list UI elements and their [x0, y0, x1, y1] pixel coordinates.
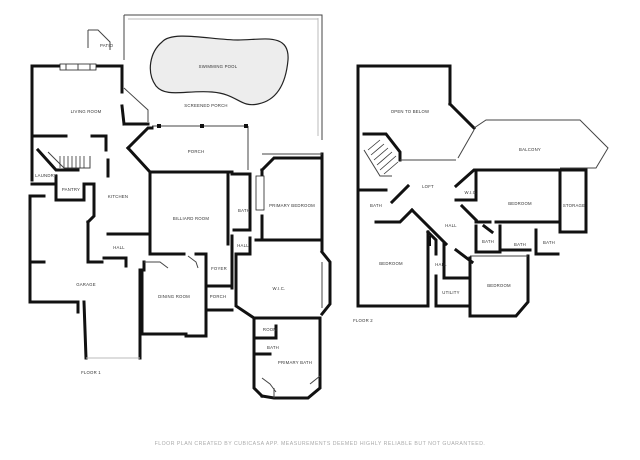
room-label-dining-room: DINING ROOM [158, 294, 190, 299]
room-label-bath: BATH [238, 208, 250, 213]
room-label-storage: STORAGE [563, 203, 585, 208]
room-label-porch-2: PORCH [210, 294, 227, 299]
room-labels: PATIO SWIMMING POOL LIVING ROOM SCREENED… [35, 43, 585, 365]
room-label-patio: PATIO [100, 43, 114, 48]
room-label-hall-f2-2: HALL [435, 262, 447, 267]
kitchen-walls [85, 158, 152, 268]
room-label-foyer: FOYER [211, 266, 227, 271]
stair-floor-1 [35, 147, 91, 172]
bath-hall-walls [230, 172, 252, 290]
bedroom-3-walls [468, 254, 530, 318]
room-label-bath-f2-4: BATH [543, 240, 555, 245]
room-label-wic: W.I.C. [273, 286, 286, 291]
primary-bedroom-walls [254, 152, 324, 252]
storage-walls [560, 168, 588, 234]
walk-in-closet-walls [234, 249, 332, 320]
swimming-pool-shape [149, 35, 289, 106]
room-label-porch: PORCH [188, 149, 205, 154]
foyer-walls [184, 255, 234, 338]
room-label-wic-2: W.I.C. [465, 190, 478, 195]
room-label-billiard-room: BILLIARD ROOM [173, 216, 209, 221]
floor-2-plan [356, 64, 609, 318]
stair-floor-2 [362, 132, 456, 177]
porch-walls [125, 124, 249, 174]
room-label-garage: GARAGE [76, 282, 96, 287]
floor-2-caption: FLOOR 2 [353, 318, 373, 323]
room-label-bedroom-2: BEDROOM [379, 261, 403, 266]
room-label-room: ROOM [263, 327, 277, 332]
room-label-hall-1: HALL [113, 245, 125, 250]
room-label-bath-2: BATH [267, 345, 279, 350]
billiard-room-walls [148, 170, 230, 264]
fireplace [59, 63, 97, 71]
room-label-bath-f2-1: BATH [370, 203, 382, 208]
room-label-primary-bath: PRIMARY BATH [278, 360, 312, 365]
room-label-bedroom-1: BEDROOM [508, 201, 532, 206]
primary-bath-walls [252, 316, 322, 400]
patio-notch [87, 29, 111, 50]
floor-1-caption: FLOOR 1 [81, 370, 101, 375]
room-label-utility: UTILITY [442, 290, 459, 295]
room-label-bath-f2-2: BATH [482, 239, 494, 244]
room-label-pantry: PANTRY [62, 187, 80, 192]
room-label-primary-bedroom: PRIMARY BEDROOM [269, 203, 315, 208]
footer-disclaimer: FLOOR PLAN CREATED BY CUBICASA APP. MEAS… [155, 441, 486, 447]
room-label-bath-f2-3: BATH [514, 242, 526, 247]
room-label-screened-porch: SCREENED PORCH [184, 103, 227, 108]
screened-porch-enclosure [123, 14, 323, 140]
room-label-living-room: LIVING ROOM [71, 109, 102, 114]
bath-cluster-walls [474, 223, 560, 256]
room-label-laundry: LAUNDRY [35, 173, 57, 178]
room-label-open-to-below: OPEN TO BELOW [391, 109, 430, 114]
room-label-hall-2: HALL [237, 243, 249, 248]
room-label-hall-f2: HALL [445, 223, 457, 228]
floor-1-plan [28, 14, 332, 400]
room-label-balcony: BALCONY [519, 147, 541, 152]
laundry-pantry-walls [30, 174, 96, 202]
room-label-bedroom-3: BEDROOM [487, 283, 511, 288]
room-label-loft: LOFT [422, 184, 434, 189]
balcony-outline [457, 119, 609, 169]
dining-room-walls [140, 260, 188, 336]
bedroom-1-walls [453, 168, 562, 234]
garage-walls [28, 194, 142, 360]
room-label-kitchen: KITCHEN [108, 194, 128, 199]
hall-utility-walls [425, 229, 475, 316]
loft-walls [356, 183, 449, 247]
room-label-swimming-pool: SWIMMING POOL [199, 64, 238, 69]
